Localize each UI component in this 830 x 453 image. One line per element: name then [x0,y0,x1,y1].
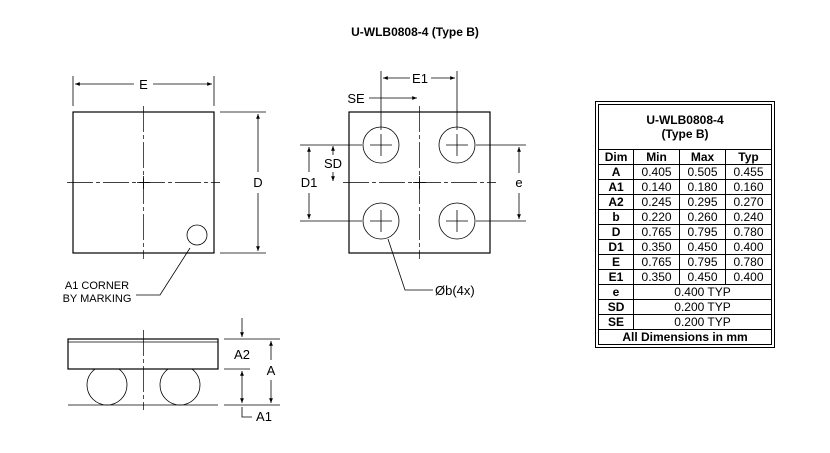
dim-cell: A [597,164,635,180]
value-cell: 0.450 [679,239,726,255]
value-cell: 0.295 [679,194,726,210]
dim-cell: SD [597,299,635,315]
a1-corner-marker [186,224,208,246]
label-ball-diameter: Øb(4x) [435,283,475,298]
dim-cell: D [597,224,635,240]
dim-cell: A2 [597,194,635,210]
label-a2: A2 [234,347,250,362]
a1-leader [241,407,252,418]
value-cell: 0.350 [633,239,681,255]
label-a: A [267,363,276,378]
value-cell: 0.160 [724,179,773,195]
typ-value-cell: 0.200 TYP [633,314,772,330]
side-view-body [67,338,219,370]
solder-ball [362,202,400,240]
value-cell: 0.505 [679,164,726,180]
dim-cell: A1 [597,179,635,195]
solder-ball [438,202,476,240]
top-view: E D A1 CORNER BY MARKING [63,76,266,305]
table-title: U-WLB0808-4 (Type B) [598,104,772,150]
value-cell: 0.350 [633,269,681,285]
value-cell: 0.270 [724,194,773,210]
column-header: Max [679,149,726,165]
label-e1: E1 [412,71,428,86]
a1-corner-note-line2: BY MARKING [63,293,132,305]
table-footer-row: All Dimensions in mm [598,329,772,345]
value-cell: 0.400 [724,239,773,255]
column-header: Typ [724,149,773,165]
label-pitch-e: e [515,175,522,190]
value-cell: 0.260 [679,209,726,225]
table-title-line2: (Type B) [661,127,709,141]
value-cell: 0.765 [633,254,681,270]
table-title-row: U-WLB0808-4 (Type B) [598,104,772,150]
a1-corner-note-line1: A1 CORNER [65,280,129,292]
value-cell: 0.240 [724,209,773,225]
dim-cell: SE [597,314,635,330]
label-d1: D1 [301,175,318,190]
value-cell: 0.180 [679,179,726,195]
value-cell: 0.455 [724,164,773,180]
column-header: Min [633,149,681,165]
typ-value-cell: 0.400 TYP [633,284,772,300]
ball-diameter-leader [387,238,433,291]
value-cell: 0.405 [633,164,681,180]
value-cell: 0.245 [633,194,681,210]
value-cell: 0.400 [724,269,773,285]
side-view-solder-ball [159,364,201,406]
value-cell: 0.780 [724,224,773,240]
dim-cell: e [597,284,635,300]
value-cell: 0.780 [724,254,773,270]
a1-corner-leader [136,247,191,296]
label-e: E [139,77,148,92]
drawing-title: U-WLB0808-4 (Type B) [351,25,479,39]
side-view: A2 A1 A [67,318,280,424]
value-cell: 0.795 [679,254,726,270]
bottom-view: E1 SE SD D1 e Øb(4x) [300,71,526,298]
value-cell: 0.140 [633,179,681,195]
side-view-solder-ball [86,364,128,406]
label-se: SE [347,91,365,106]
value-cell: 0.765 [633,224,681,240]
value-cell: 0.220 [633,209,681,225]
label-sd: SD [324,156,342,171]
label-d: D [253,175,262,190]
dim-cell: E1 [597,269,635,285]
value-cell: 0.450 [679,269,726,285]
label-a1: A1 [256,409,272,424]
table-footer: All Dimensions in mm [598,329,772,345]
dim-cell: E [597,254,635,270]
table-title-line1: U-WLB0808-4 [646,113,724,127]
dim-cell: b [597,209,635,225]
column-header: Dim [597,149,635,165]
typ-value-cell: 0.200 TYP [633,299,772,315]
value-cell: 0.795 [679,224,726,240]
dim-cell: D1 [597,239,635,255]
